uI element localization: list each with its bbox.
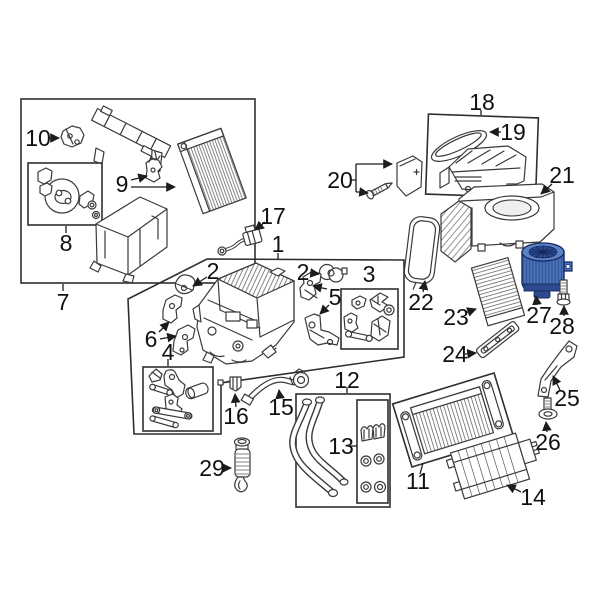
part-label-19: 19 bbox=[500, 119, 526, 145]
part-25-support-bracket bbox=[537, 340, 578, 398]
part-label-20: 20 bbox=[327, 167, 353, 193]
part-label-3: 3 bbox=[363, 261, 376, 287]
part-1-heater-assembly bbox=[192, 262, 296, 365]
part-label-2a: 2 bbox=[207, 258, 220, 284]
part-13-clip-grommet-kit bbox=[360, 423, 387, 494]
part-label-14: 14 bbox=[520, 484, 546, 510]
part-label-25: 25 bbox=[554, 385, 580, 411]
box-3 bbox=[340, 288, 399, 350]
part-5-bracket-upper bbox=[299, 270, 322, 301]
part-5-lever-lower bbox=[304, 313, 340, 346]
part-12-heater-hoses bbox=[289, 396, 349, 498]
part-4-linkage-kit bbox=[148, 368, 209, 429]
part-23-cabin-filter bbox=[470, 257, 526, 327]
part-15-coolant-hose bbox=[240, 368, 310, 406]
part-label-23: 23 bbox=[443, 304, 469, 330]
box-13 bbox=[356, 399, 389, 504]
box-4 bbox=[142, 366, 214, 432]
part-6-bracket-upper bbox=[162, 294, 183, 324]
callout-labels: 1 2 2 3 4 5 6 7 8 9 10 11 12 13 14 15 16… bbox=[25, 89, 580, 510]
part-label-22: 22 bbox=[408, 289, 434, 315]
part-label-24: 24 bbox=[442, 341, 468, 367]
box-8 bbox=[27, 162, 103, 226]
part-label-5: 5 bbox=[329, 284, 342, 310]
part-29-drain-valve bbox=[233, 437, 251, 493]
part-label-18: 18 bbox=[469, 89, 495, 115]
part-27-blower-motor bbox=[521, 242, 573, 299]
part-label-7: 7 bbox=[57, 289, 70, 315]
part-label-6: 6 bbox=[145, 326, 158, 352]
part-8-actuator-kit bbox=[37, 167, 101, 220]
part-20-seal-and-screw bbox=[366, 155, 423, 200]
part-3-hardware-kit bbox=[343, 292, 395, 343]
part-label-16: 16 bbox=[223, 403, 249, 429]
part-2-bracket-left bbox=[174, 274, 196, 295]
part-label-13: 13 bbox=[328, 433, 354, 459]
leader-lines bbox=[48, 110, 569, 494]
part-label-11: 11 bbox=[406, 468, 430, 494]
part-14-auxiliary-heater bbox=[445, 432, 540, 500]
part-28-screw bbox=[556, 279, 571, 306]
part-label-4: 4 bbox=[162, 339, 175, 365]
part-17-sensor-connector bbox=[217, 224, 263, 256]
part-label-1: 1 bbox=[272, 231, 285, 257]
part-label-29: 29 bbox=[199, 455, 225, 481]
part-label-2b: 2 bbox=[297, 259, 310, 285]
part-22-seal-gasket bbox=[403, 216, 441, 290]
part-10-mount-bracket bbox=[60, 125, 85, 148]
part-24-mounting-strip bbox=[476, 321, 520, 359]
part-16-retainer-clip bbox=[217, 376, 242, 392]
part-label-12: 12 bbox=[334, 367, 360, 393]
part-6-bracket-lower bbox=[172, 324, 196, 356]
part-label-8: 8 bbox=[60, 230, 73, 256]
part-label-15: 15 bbox=[268, 394, 294, 420]
part-9-clip bbox=[145, 155, 163, 183]
part-21-blower-housing bbox=[440, 183, 555, 263]
part-label-28: 28 bbox=[549, 313, 575, 339]
box-1 bbox=[127, 258, 405, 435]
part-label-9: 9 bbox=[116, 171, 129, 197]
part-2-actuator-right bbox=[318, 263, 348, 283]
part-label-10: 10 bbox=[25, 125, 51, 151]
part-label-27: 27 bbox=[526, 302, 552, 328]
part-evaporator-core bbox=[177, 127, 247, 215]
part-lower-housing bbox=[89, 196, 168, 284]
part-label-26: 26 bbox=[535, 429, 561, 455]
part-label-21: 21 bbox=[549, 162, 575, 188]
part-label-17: 17 bbox=[260, 203, 286, 229]
part-26-mounting-screw bbox=[538, 397, 558, 420]
part-11-heater-core bbox=[400, 380, 504, 461]
box-7 bbox=[20, 98, 256, 284]
